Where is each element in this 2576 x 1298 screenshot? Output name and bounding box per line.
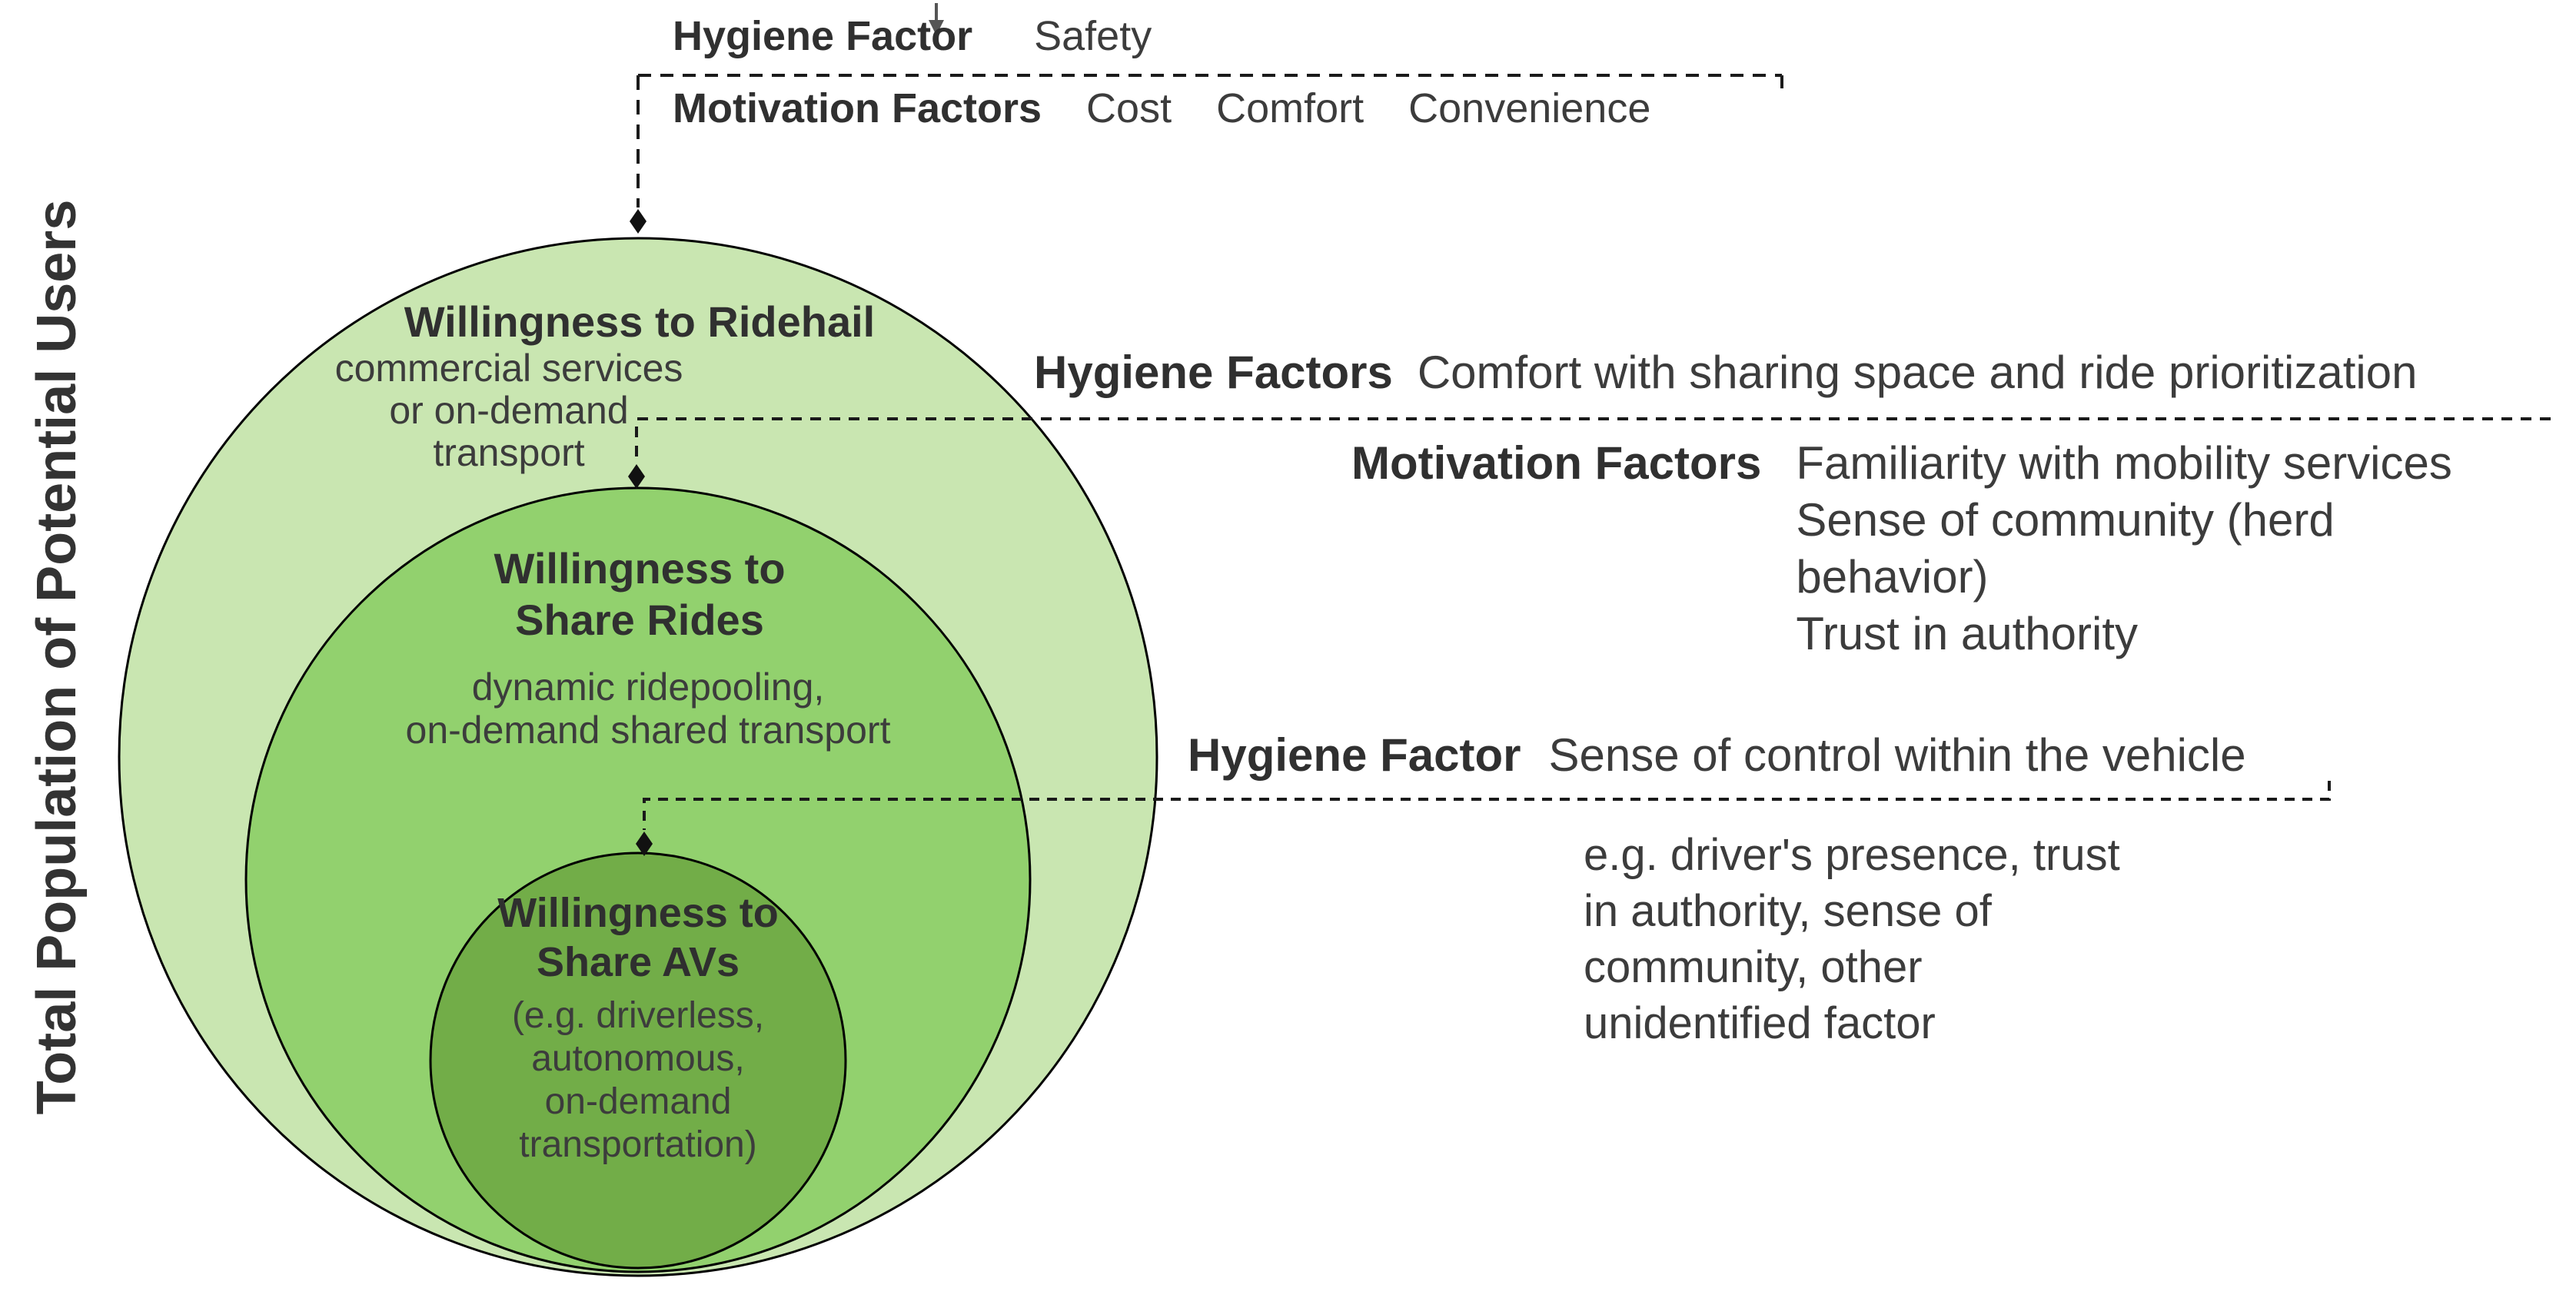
ridehail-subtitle-line: transport — [433, 431, 585, 474]
top-hygiene-value: Safety — [1034, 13, 1152, 59]
share-avs-hygiene-row: Hygiene Factor Sense of control within t… — [1188, 729, 2246, 782]
small-down-arrow-icon — [929, 3, 944, 35]
top-motivation-value: Cost — [1086, 85, 1172, 131]
share-rides-subtitle-line: dynamic ridepooling, — [471, 666, 825, 709]
share-avs-circle-title: Willingness to Share AVs — [497, 888, 779, 987]
share-avs-example-line: community, other — [1584, 942, 1923, 992]
share-rides-hygiene-label: Hygiene Factors — [1034, 347, 1393, 398]
share-avs-example-line: in authority, sense of — [1584, 886, 1992, 936]
share-rides-motivation-label: Motivation Factors — [1351, 437, 1762, 489]
share-avs-title-line: Willingness to — [497, 890, 779, 936]
share-rides-title-line: Share Rides — [515, 596, 764, 644]
share-avs-subtitle-line: (e.g. driverless, — [511, 995, 765, 1036]
diamond-arrowhead-share-rides — [628, 464, 645, 489]
ridehail-subtitle-line: commercial services — [334, 347, 683, 390]
y-axis-label: Total Population of Potential Users — [26, 199, 88, 1115]
share-avs-subtitle-line: transportation) — [519, 1124, 757, 1165]
share-avs-example-line: e.g. driver's presence, trust — [1584, 830, 2120, 880]
share-avs-title-line: Share AVs — [536, 939, 740, 985]
share-rides-motivation-line: behavior) — [1796, 551, 1989, 603]
share-rides-circle-title: Willingness to Share Rides — [494, 543, 785, 646]
share-rides-motivation-line: Sense of community (herd — [1796, 494, 2335, 546]
share-avs-circle-subtitle: (e.g. driverless, autonomous, on-demand … — [512, 994, 764, 1167]
top-motivation-row: Motivation Factors Cost Comfort Convenie… — [673, 85, 1650, 132]
ridehail-subtitle-line: or on-demand — [389, 389, 629, 432]
top-motivation-value: Convenience — [1408, 85, 1651, 131]
share-avs-subtitle-line: on-demand — [544, 1081, 732, 1122]
top-hygiene-row: Hygiene Factor Safety — [673, 12, 1152, 60]
top-motivation-label: Motivation Factors — [673, 85, 1042, 131]
share-rides-title-line: Willingness to — [494, 544, 786, 593]
connector-line-share-avs — [643, 781, 2331, 830]
share-avs-example-line: unidentified factor — [1584, 998, 1936, 1048]
ridehail-circle-title: Willingness to Ridehail — [404, 297, 876, 346]
share-rides-motivation-line: Familiarity with mobility services — [1796, 437, 2452, 489]
inner-circle-willingness-to-share-avs — [429, 852, 847, 1270]
share-rides-hygiene-row: Hygiene Factors Comfort with sharing spa… — [1034, 346, 2417, 399]
share-rides-subtitle-line: on-demand shared transport — [405, 709, 891, 752]
share-avs-hygiene-label: Hygiene Factor — [1188, 729, 1521, 781]
share-rides-motivation-list: Familiarity with mobility services Sense… — [1796, 435, 2451, 662]
share-rides-motivation-line: Trust in authority — [1796, 608, 2138, 659]
share-rides-motivation-row: Motivation Factors Familiarity with mobi… — [1351, 435, 2452, 662]
share-rides-circle-subtitle: dynamic ridepooling, on-demand shared tr… — [406, 666, 891, 752]
diamond-arrowhead-share-avs — [636, 832, 653, 856]
share-avs-subtitle-line: autonomous, — [531, 1038, 745, 1079]
top-factor-bracket — [638, 74, 1783, 94]
share-avs-example-block: e.g. driver's presence, trust in authori… — [1584, 827, 2120, 1051]
diamond-arrowhead-ridehail — [630, 209, 646, 234]
ridehail-circle-subtitle: commercial services or on-demand transpo… — [335, 347, 683, 474]
connector-line-share-rides — [635, 417, 2551, 463]
top-motivation-value: Comfort — [1216, 85, 1364, 131]
share-avs-hygiene-value: Sense of control within the vehicle — [1548, 729, 2246, 781]
share-rides-hygiene-value: Comfort with sharing space and ride prio… — [1417, 347, 2418, 398]
top-hygiene-label: Hygiene Factor — [673, 13, 973, 59]
